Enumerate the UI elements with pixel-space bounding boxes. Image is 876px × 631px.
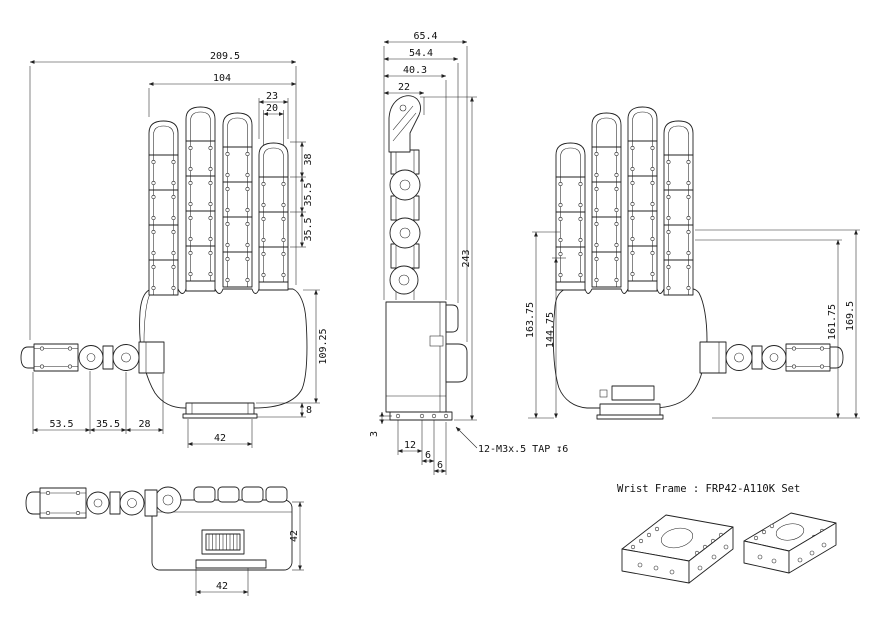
back-thumb xyxy=(699,341,844,374)
dim-front-thumb-b: 35.5 xyxy=(96,419,120,430)
top-view-dimensions: 42 42 xyxy=(195,501,304,596)
top-thumb xyxy=(25,486,182,519)
front-thumb xyxy=(20,341,165,374)
dim-side-pitch-b: 6 xyxy=(425,450,431,461)
wrist-frame-caption: Wrist Frame : FRP42-A110K Set xyxy=(617,483,800,495)
dim-front-seg3: 35.5 xyxy=(303,217,314,241)
dim-front-finger-span: 104 xyxy=(213,73,231,84)
dim-side-d4: 22 xyxy=(398,82,410,93)
dim-side-d3: 40.3 xyxy=(403,65,427,76)
front-view: 209.5 104 23 20 38 35.5 35.5 109.25 8 53… xyxy=(20,51,329,448)
dim-front-base: 8 xyxy=(306,405,312,416)
dim-front-tip-outer: 23 xyxy=(266,91,278,102)
top-view: 42 42 xyxy=(25,486,304,596)
dim-front-seg1: 38 xyxy=(303,153,314,165)
dim-back-right-a: 161.75 xyxy=(827,304,838,340)
wrist-frame-left xyxy=(621,514,734,584)
dim-front-palm-height: 109.25 xyxy=(318,328,329,364)
dim-side-d1: 65.4 xyxy=(413,31,437,42)
dim-back-left-a: 163.75 xyxy=(525,302,536,338)
front-fingers xyxy=(148,106,289,296)
dim-front-thumb-c: 28 xyxy=(138,419,150,430)
dim-top-width: 42 xyxy=(216,581,228,592)
dim-back-left-b: 144.75 xyxy=(545,312,556,348)
connector-pins xyxy=(208,534,238,550)
dim-front-wrist: 42 xyxy=(214,433,226,444)
dim-back-right-b: 169.5 xyxy=(845,301,856,331)
wrist-frame-illustrations: Wrist Frame : FRP42-A110K Set xyxy=(617,483,837,584)
dim-front-overall: 209.5 xyxy=(210,51,240,62)
front-dimensions: 209.5 104 23 20 38 35.5 35.5 109.25 8 53… xyxy=(29,51,329,448)
back-dimensions: 163.75 144.75 161.75 169.5 xyxy=(525,229,860,419)
side-dimensions: 65.4 54.4 40.3 22 243 3 12 6 6 12-M3x.5 … xyxy=(369,31,568,475)
dim-side-height: 243 xyxy=(461,249,472,267)
dim-top-height: 42 xyxy=(289,530,300,542)
dim-side-pitch-c: 6 xyxy=(437,460,443,471)
side-view: 65.4 54.4 40.3 22 243 3 12 6 6 12-M3x.5 … xyxy=(369,31,568,475)
tap-note: 12-M3x.5 TAP ↧6 xyxy=(478,444,568,455)
dim-side-pitch-a: 12 xyxy=(404,440,416,451)
dim-side-d2: 54.4 xyxy=(409,48,433,59)
dim-front-tip-inner: 20 xyxy=(266,103,278,114)
back-view: 163.75 144.75 161.75 169.5 xyxy=(525,106,860,420)
wrist-frame-right xyxy=(743,512,837,574)
dim-side-offset: 3 xyxy=(369,431,380,437)
back-fingers xyxy=(555,106,694,296)
dim-front-seg2: 35.5 xyxy=(303,182,314,206)
dim-front-thumb-a: 53.5 xyxy=(49,419,73,430)
